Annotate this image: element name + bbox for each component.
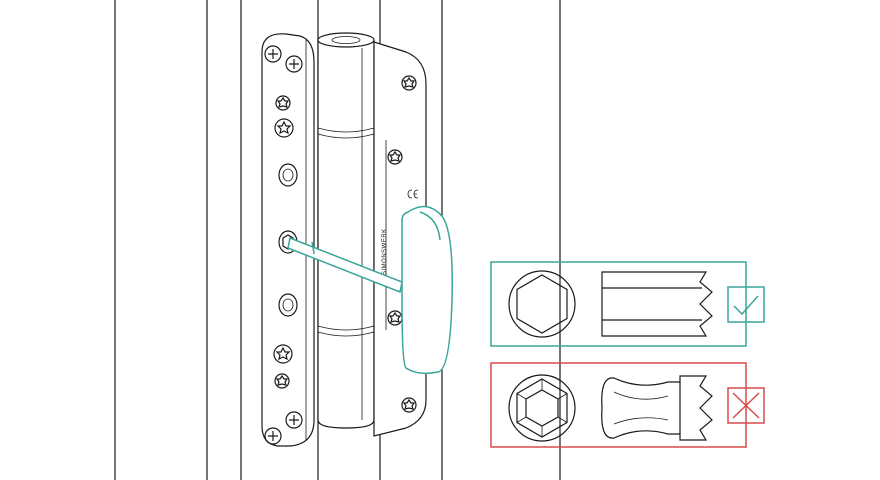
- hinge-brand-text: SIMONSWERK: [382, 228, 388, 275]
- torx-screw-icon: [387, 149, 403, 165]
- hex-socket-icon: [508, 270, 576, 338]
- incorrect-bit-panel: incorrect: [490, 362, 765, 448]
- phillips-screw-icon: [264, 45, 282, 63]
- hinge-barrel: [317, 32, 375, 429]
- frame-hinge-leaf: [261, 33, 315, 447]
- torx-screw-icon: [401, 75, 417, 91]
- worn-bit-icon: [601, 375, 713, 441]
- adjustment-hole: [278, 293, 298, 317]
- torx-screw-icon: [274, 118, 294, 138]
- torx-screw-icon: [275, 95, 291, 111]
- torx-screw-icon: [274, 373, 290, 389]
- phillips-screw-icon: [285, 55, 303, 73]
- torx-screw-icon: [401, 397, 417, 413]
- hex-bit-icon: [601, 271, 713, 337]
- correct-bit-panel: correct: [490, 261, 765, 347]
- phillips-screw-icon: [264, 427, 282, 445]
- cross-icon: [727, 387, 765, 424]
- torx-screw-icon: [273, 344, 293, 364]
- check-icon: [727, 286, 765, 323]
- worn-hex-socket-icon: [508, 374, 576, 442]
- allen-key-tool: [287, 205, 453, 375]
- phillips-screw-icon: [285, 411, 303, 429]
- adjustment-hole: [278, 163, 298, 187]
- ce-mark: [407, 189, 419, 199]
